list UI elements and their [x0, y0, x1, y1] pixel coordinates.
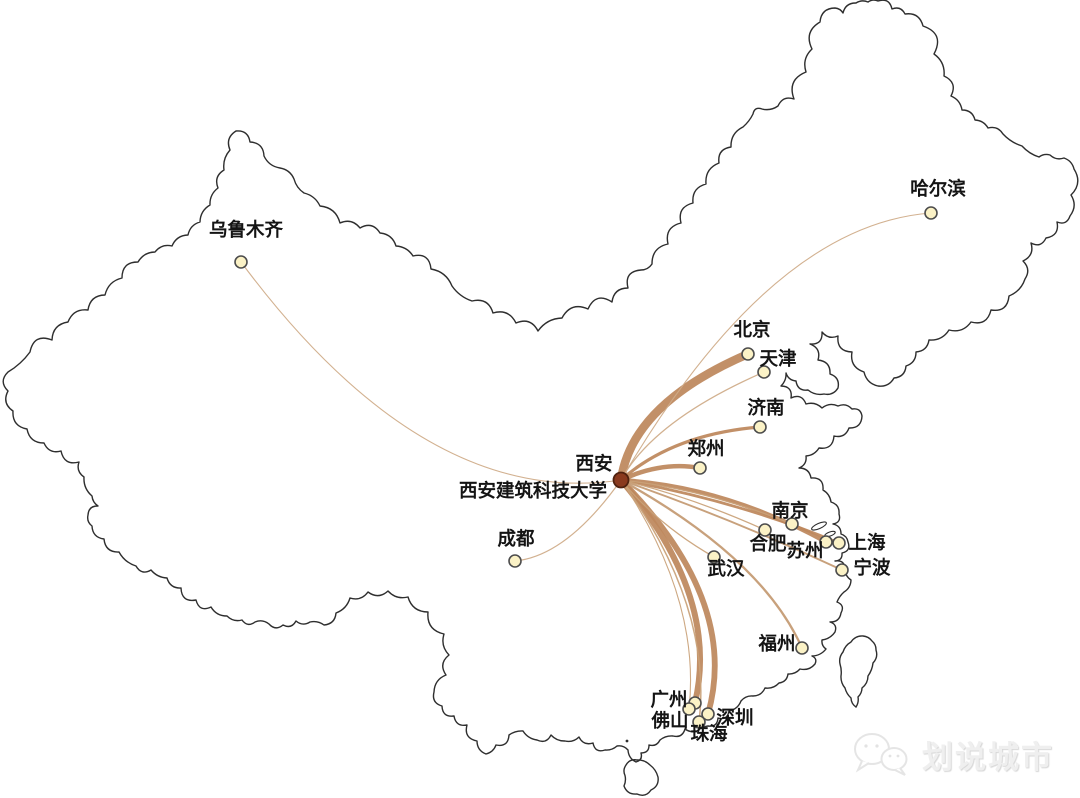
city-label-chengdu: 成都	[497, 528, 535, 549]
flow-zhuhai	[620, 479, 702, 723]
city-marker-shanghai	[832, 536, 846, 550]
city-label-zhengzhou: 郑州	[687, 438, 724, 459]
city-marker-zhengzhou	[693, 461, 707, 475]
city-label-shanghai: 上海	[848, 532, 886, 553]
city-label-foshan: 佛山	[650, 710, 688, 731]
city-label-suzhou: 苏州	[786, 540, 823, 561]
city-label-tianjin: 天津	[759, 348, 797, 369]
city-label-fuzhou: 福州	[757, 633, 795, 654]
city-marker-urumqi	[234, 255, 248, 269]
city-marker-nanjing	[785, 517, 799, 531]
flow-ningbo	[620, 479, 843, 571]
city-label-wuhan: 武汉	[707, 558, 745, 579]
city-marker-zhuhai	[692, 715, 706, 729]
city-marker-hefei	[758, 523, 772, 537]
city-label-xian: 西安	[575, 453, 612, 474]
flow-hefei	[620, 479, 766, 531]
flow-tianjin	[620, 371, 765, 481]
city-label-harbin: 哈尔滨	[910, 178, 966, 199]
city-marker-ningbo	[835, 563, 849, 577]
city-label-xian-university: 西安建筑科技大学	[459, 480, 607, 501]
city-marker-jinan	[753, 420, 767, 434]
city-label-zhuhai: 珠海	[690, 723, 728, 744]
taiwan-outline	[838, 635, 878, 708]
flow-nanjing	[620, 479, 793, 525]
flow-beijing	[616, 349, 753, 485]
city-label-shenzhen: 深圳	[716, 707, 753, 728]
flow-shanghai	[619, 478, 841, 545]
city-marker-shenzhen	[701, 707, 715, 721]
city-marker-tianjin	[757, 365, 771, 379]
city-marker-fuzhou	[795, 641, 809, 655]
flow-jinan	[619, 425, 762, 482]
flow-chengdu	[514, 479, 622, 562]
city-markers	[234, 206, 938, 729]
flow-harbin	[620, 212, 932, 481]
wechat-logo-icon	[850, 730, 914, 778]
city-labels: 乌鲁木齐 哈尔滨北京天津济南郑州南京合肥苏州 上海宁波 武汉 成都福州广州佛山 深圳珠海 西…	[209, 178, 966, 744]
flow-foshan	[620, 479, 692, 710]
city-label-urumqi: 乌鲁木齐	[209, 219, 284, 240]
hainan-outline	[623, 759, 659, 796]
city-marker-suzhou	[819, 535, 833, 549]
city-marker-wuhan	[707, 550, 721, 564]
flow-guangzhou	[618, 477, 704, 706]
city-marker-harbin	[924, 206, 938, 220]
watermark: 划说城市	[850, 730, 1054, 778]
flow-fuzhou	[619, 478, 804, 650]
city-marker-chengdu	[508, 554, 522, 568]
flow-lines	[240, 212, 932, 723]
city-marker-beijing	[741, 347, 755, 361]
mainland-outline	[2, 0, 1079, 763]
flow-urumqi	[240, 261, 622, 484]
island	[811, 521, 827, 531]
flow-zhengzhou	[618, 463, 703, 483]
city-label-jinan: 济南	[747, 397, 784, 418]
city-label-nanjing: 南京	[771, 500, 808, 521]
city-marker-xian	[612, 471, 630, 489]
city-label-hefei: 合肥	[749, 533, 787, 554]
city-marker-foshan	[682, 702, 696, 716]
watermark-text: 划说城市	[922, 739, 1054, 775]
city-label-ningbo: 宁波	[853, 557, 891, 578]
flow-shenzhen	[618, 477, 718, 717]
city-label-beijing: 北京	[733, 319, 770, 340]
city-label-guangzhou: 广州	[650, 689, 687, 710]
islet-dot	[625, 739, 629, 743]
flow-wuhan	[620, 479, 715, 558]
